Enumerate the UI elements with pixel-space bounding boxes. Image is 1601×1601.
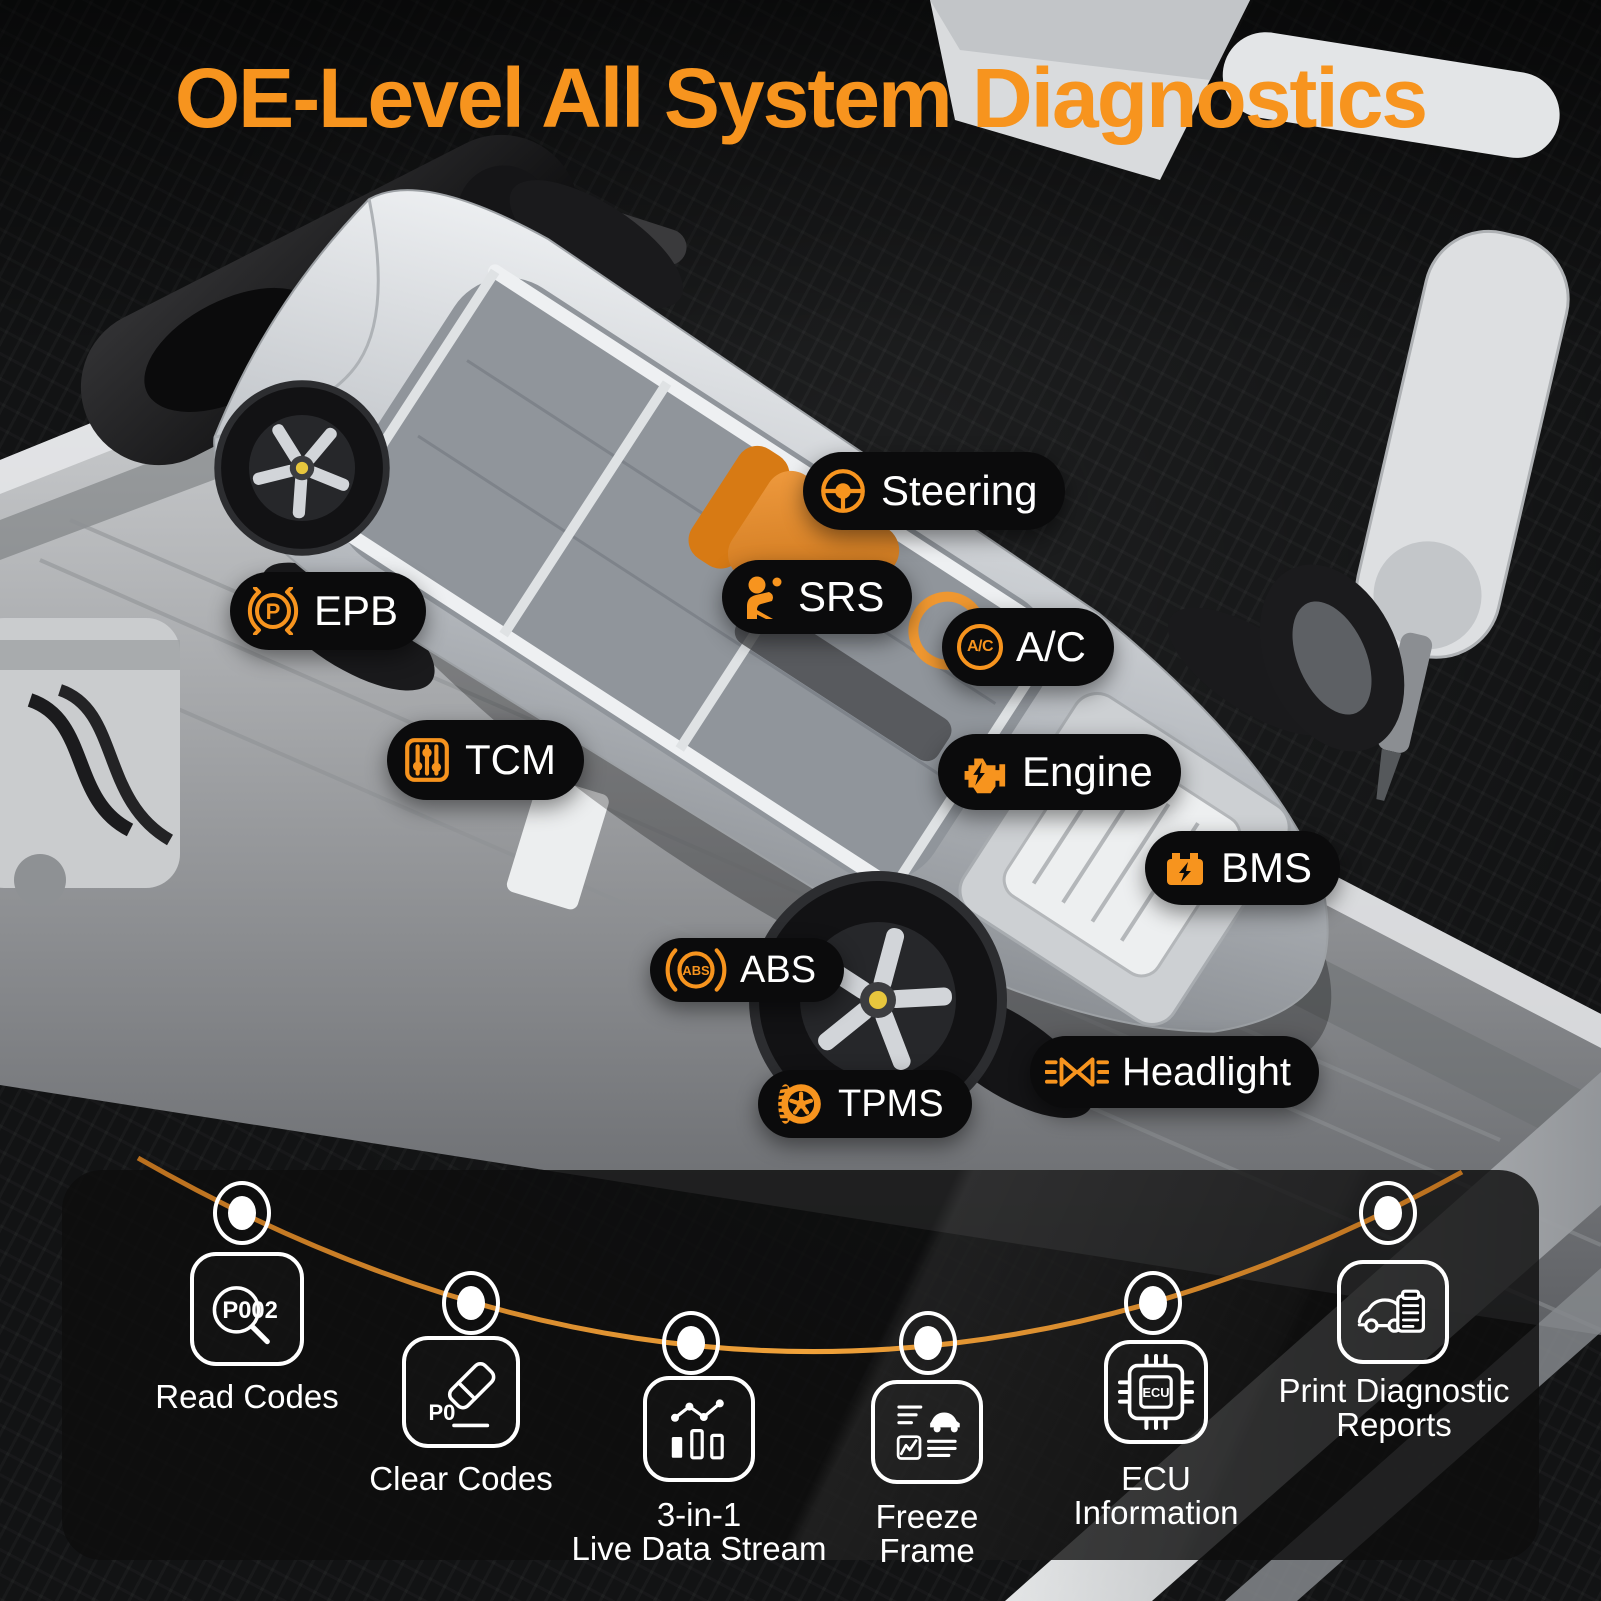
system-pill-engine: Engine xyxy=(938,734,1181,810)
system-pill-srs: SRS xyxy=(722,560,913,634)
read-codes-icon: P002 xyxy=(212,1286,278,1345)
headlight-icon xyxy=(1045,1052,1109,1092)
transmission-sliders-icon xyxy=(402,735,452,785)
feature-ecu-information: ECU xyxy=(1104,1340,1208,1444)
svg-text:P002: P002 xyxy=(222,1297,277,1324)
battery-icon xyxy=(1160,844,1208,892)
feature-label: Freeze xyxy=(875,1498,979,1535)
system-label: BMS xyxy=(1221,844,1313,891)
feature-label: Read Codes xyxy=(155,1378,339,1415)
system-label: Headlight xyxy=(1122,1049,1292,1094)
feature-label: ECU xyxy=(1121,1460,1191,1497)
feature-label: Print Diagnostic xyxy=(1278,1372,1510,1409)
timeline-node xyxy=(213,1181,271,1245)
machine-bottom-left xyxy=(0,618,180,906)
feature-label: Frame xyxy=(879,1532,975,1569)
pedestal xyxy=(506,776,609,910)
abs-brake-icon: ABS xyxy=(665,947,727,993)
feature-label: 3-in-1 xyxy=(656,1496,742,1533)
system-label: EPB xyxy=(314,587,399,634)
feature-freeze-frame xyxy=(871,1380,983,1484)
live-data-stream-icon xyxy=(671,1399,724,1460)
svg-text:P0: P0 xyxy=(428,1400,455,1425)
tire-icon xyxy=(773,1078,825,1130)
timeline-node xyxy=(899,1311,957,1375)
system-pill-abs: ABS ABS xyxy=(650,938,845,1002)
system-label: Steering xyxy=(881,467,1038,514)
check-engine-icon xyxy=(953,748,1009,796)
timeline-node xyxy=(1124,1271,1182,1335)
system-label: A/C xyxy=(1016,623,1087,670)
page-title: OE-Level All System Diagnostics xyxy=(174,51,1428,145)
system-pill-tpms: TPMS xyxy=(758,1070,972,1138)
feature-read-codes: P002 xyxy=(190,1252,304,1366)
airbag-icon xyxy=(737,573,785,621)
feature-print-reports xyxy=(1337,1260,1449,1364)
system-label: TCM xyxy=(465,736,556,783)
feature-clear-codes: P0 xyxy=(402,1336,520,1448)
svg-text:P: P xyxy=(266,599,281,624)
robot-arm-right xyxy=(930,0,1570,801)
far-wheel-rim xyxy=(1292,601,1372,715)
svg-text:ABS: ABS xyxy=(682,963,710,978)
system-pill-steering: Steering xyxy=(803,452,1066,530)
system-label: ABS xyxy=(740,948,817,991)
feature-label: Clear Codes xyxy=(369,1460,553,1497)
system-label: SRS xyxy=(798,573,885,620)
timeline-node xyxy=(442,1271,500,1335)
ac-icon: A/C xyxy=(957,624,1003,670)
feature-label: Information xyxy=(1073,1494,1239,1531)
system-pill-epb: P EPB xyxy=(230,572,427,650)
timeline-node xyxy=(1359,1181,1417,1245)
freeze-frame-icon xyxy=(896,1405,960,1460)
print-report-icon xyxy=(1357,1289,1425,1333)
system-label: TPMS xyxy=(838,1082,944,1125)
ecu-chip-icon: ECU xyxy=(1118,1354,1194,1430)
system-label: Engine xyxy=(1022,748,1153,795)
system-pill-headlight: Headlight xyxy=(1030,1036,1320,1108)
system-pill-bms: BMS xyxy=(1145,831,1341,905)
feature-label: Reports xyxy=(1336,1406,1452,1443)
feature-label: Live Data Stream xyxy=(571,1530,827,1567)
svg-text:ECU: ECU xyxy=(1142,1385,1169,1400)
steering-wheel-icon xyxy=(818,466,868,516)
timeline-node xyxy=(662,1311,720,1375)
system-pill-ac: A/C A/C xyxy=(942,608,1115,686)
parking-brake-icon: P xyxy=(245,587,301,635)
rear-wheel xyxy=(214,380,390,556)
feature-live-data xyxy=(643,1376,755,1482)
clear-codes-icon: P0 xyxy=(428,1361,496,1428)
system-pill-tcm: TCM xyxy=(387,720,584,800)
